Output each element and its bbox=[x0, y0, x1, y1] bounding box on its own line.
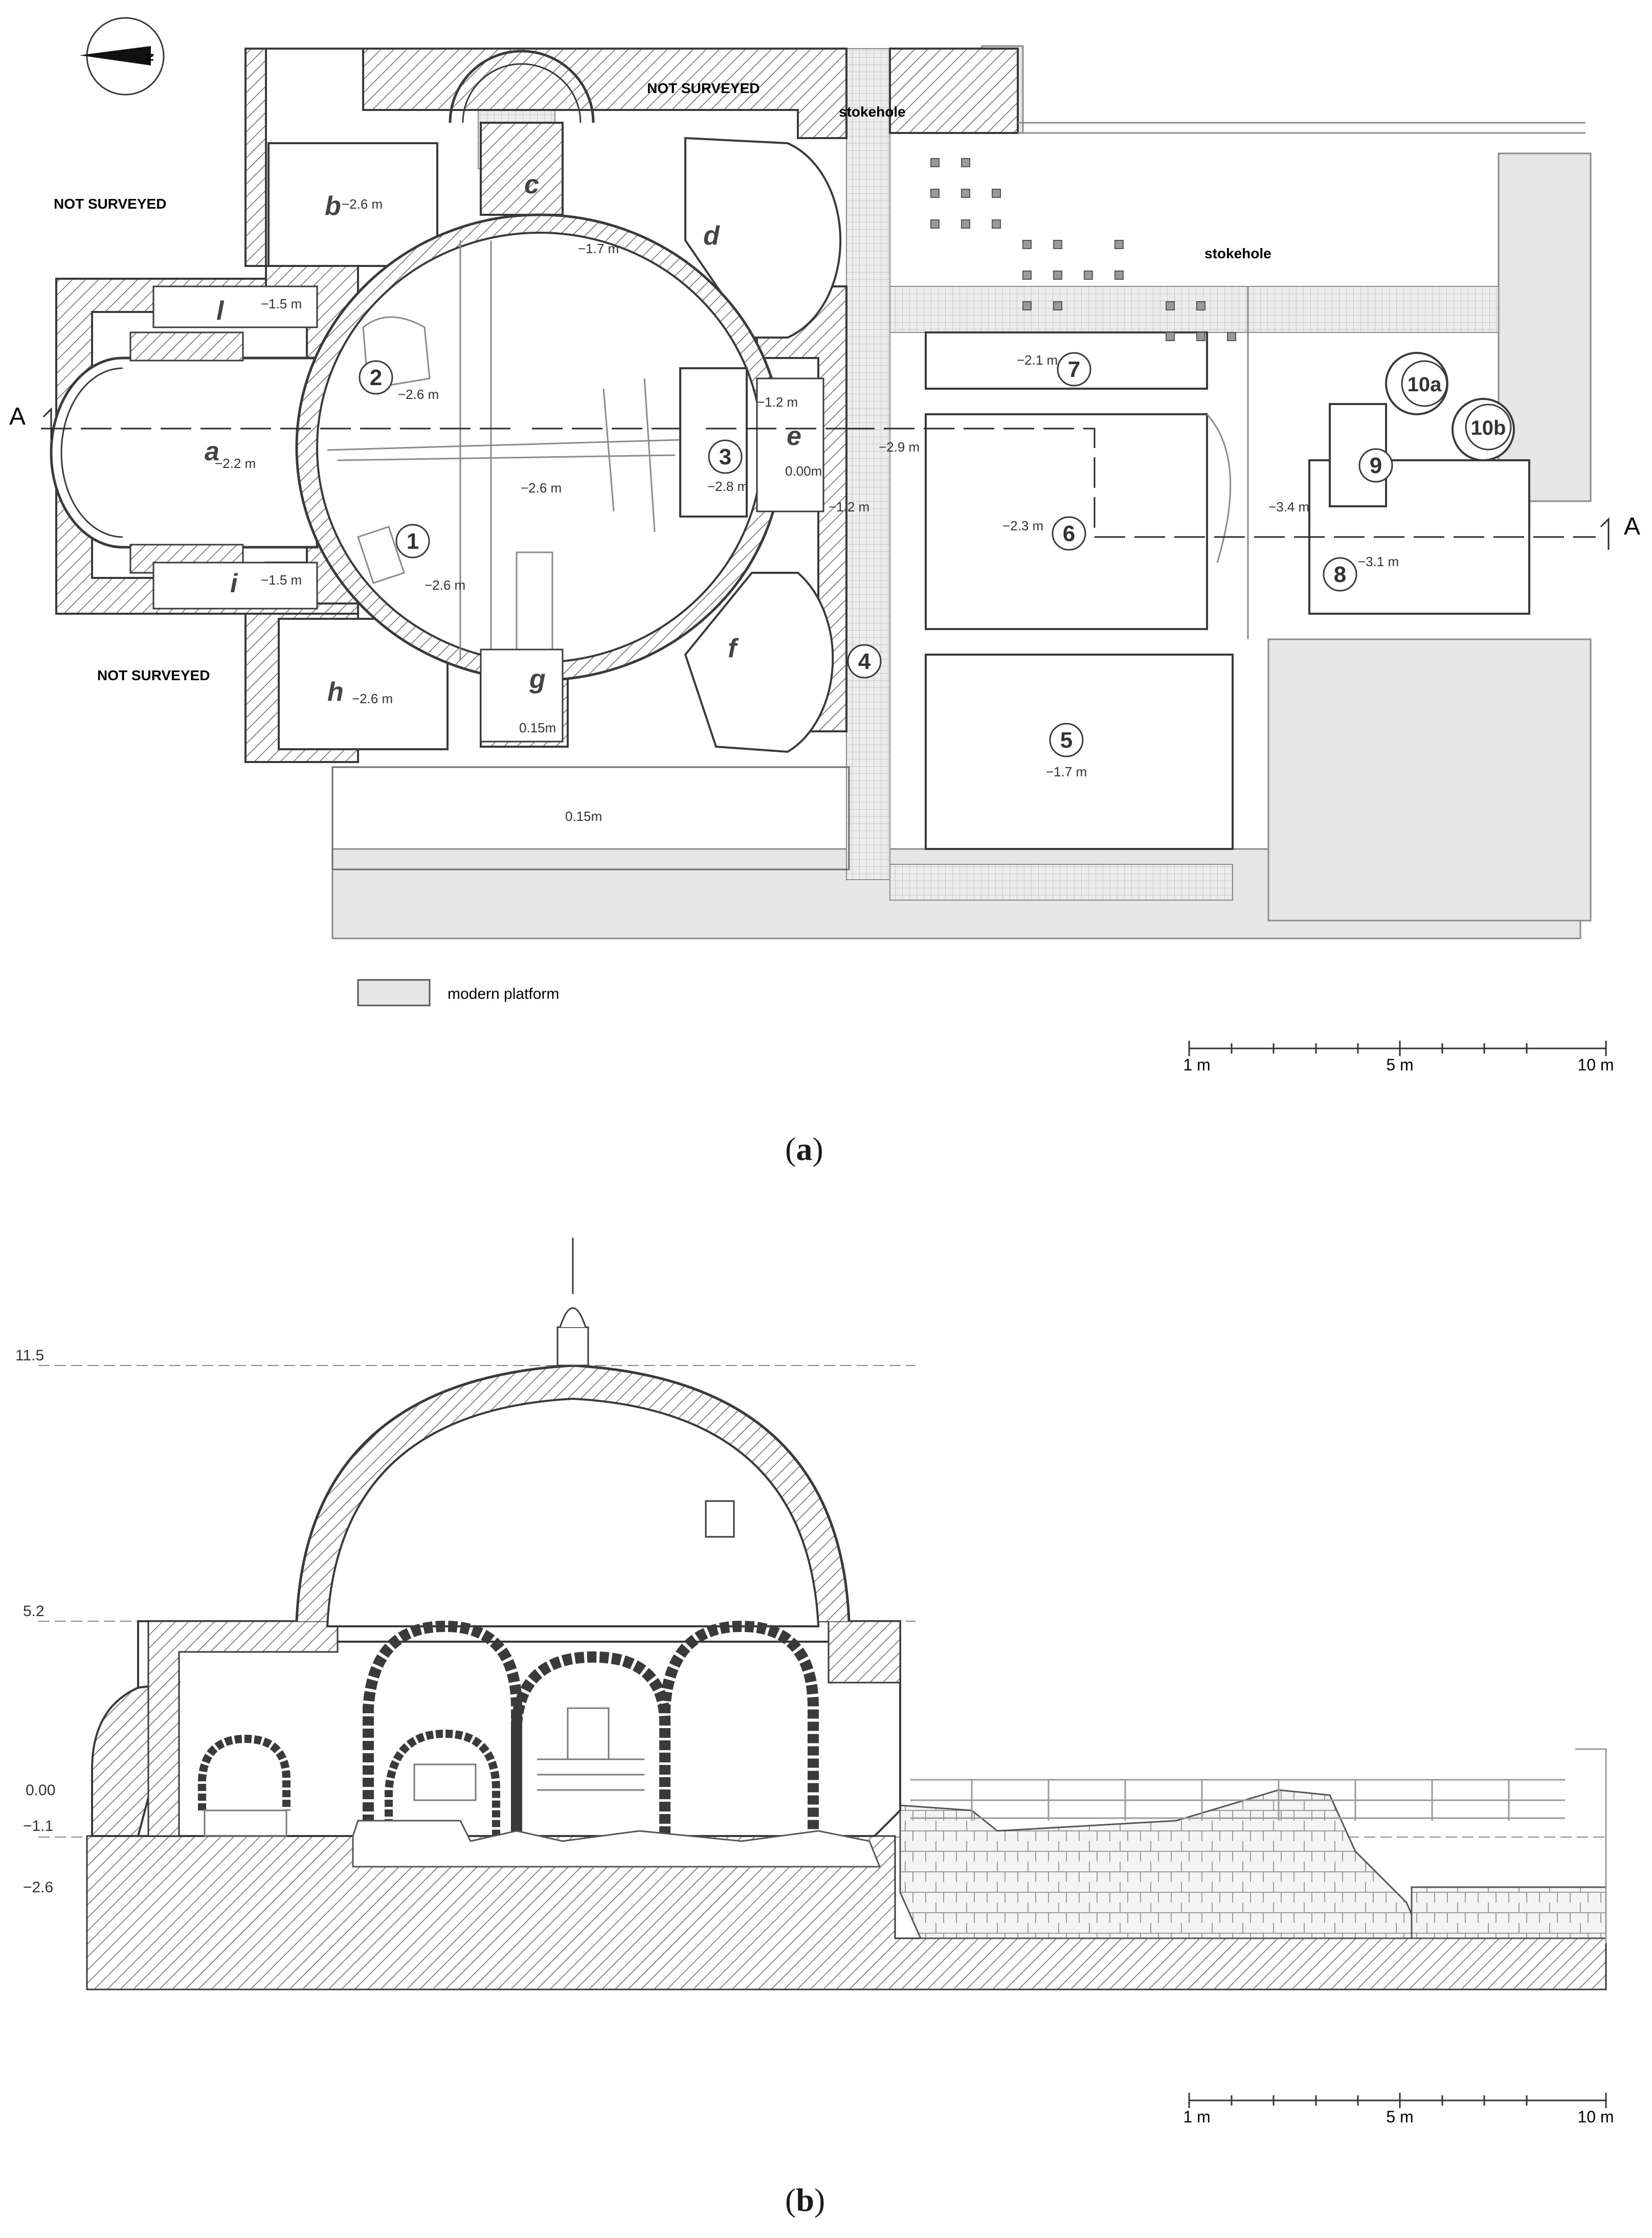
eastern-rooms bbox=[925, 331, 1530, 850]
dome-window bbox=[705, 1500, 735, 1538]
scale-plan-5m: 5 m bbox=[1386, 1056, 1413, 1074]
room-d bbox=[684, 137, 842, 339]
dome-lantern bbox=[556, 1326, 589, 1367]
modern-railing bbox=[910, 1748, 1607, 1943]
level-room-3: −2.8 m bbox=[707, 479, 748, 494]
level-a: −2.2 m bbox=[215, 456, 256, 471]
floor-rubble bbox=[352, 1820, 881, 1868]
modern-platform-areas bbox=[331, 45, 1592, 939]
level-south: 0.15m bbox=[565, 809, 602, 824]
legend-swatch bbox=[357, 979, 431, 1006]
section-marker-left: A bbox=[9, 403, 26, 430]
room-letter-d: d bbox=[703, 221, 720, 251]
arcade bbox=[198, 1620, 819, 1836]
room-3 bbox=[679, 367, 748, 518]
level-room-5: −1.7 m bbox=[1046, 764, 1087, 779]
level-room-6: −2.3 m bbox=[1002, 518, 1043, 533]
scale-bar-section bbox=[1188, 2093, 1607, 2108]
room-5 bbox=[925, 654, 1234, 850]
level-room-8a: −3.4 m bbox=[1268, 499, 1309, 514]
plan-drawing: A A N NOT SURVEYED NOT SURVEYED NOT SURV… bbox=[9, 17, 1640, 1074]
level-center: −2.6 m bbox=[521, 480, 562, 496]
room-number-10a: 10a bbox=[1408, 373, 1442, 396]
room-number-8: 8 bbox=[1334, 562, 1346, 587]
level-e-top: −1.2 m bbox=[757, 394, 798, 410]
room-number-markers bbox=[359, 352, 1512, 757]
room-number-3: 3 bbox=[719, 444, 731, 469]
scale-plan-1m: 1 m bbox=[1183, 1056, 1210, 1074]
stokehole-label-2: stokehole bbox=[1204, 245, 1271, 261]
not-surveyed-label-top: NOT SURVEYED bbox=[647, 80, 760, 96]
caption-a: (a) bbox=[785, 1131, 823, 1167]
north-arrow-icon: N bbox=[79, 17, 165, 96]
level-room-4: −2.9 m bbox=[879, 439, 920, 455]
level-i: −1.5 m bbox=[261, 572, 302, 588]
level-room-2: −2.6 m bbox=[398, 387, 439, 402]
scale-section-1m: 1 m bbox=[1183, 2108, 1210, 2126]
legend-label: modern platform bbox=[448, 986, 559, 1002]
section-line bbox=[41, 407, 1610, 550]
south-area bbox=[331, 766, 850, 870]
level-g: 0.15m bbox=[519, 720, 556, 735]
room-letter-i: i bbox=[230, 569, 238, 598]
elevation-minus-2-6: −2.6 bbox=[23, 1879, 53, 1896]
room-letter-c: c bbox=[524, 170, 539, 199]
elevation-minus-1-1: −1.1 bbox=[23, 1818, 53, 1834]
room-letter-h: h bbox=[327, 677, 344, 707]
room-f bbox=[684, 572, 834, 753]
elevation-11-5: 11.5 bbox=[15, 1347, 44, 1364]
room-number-5: 5 bbox=[1060, 728, 1073, 753]
level-c: −1.7 m bbox=[578, 241, 619, 256]
stokehole-label-1: stokehole bbox=[839, 104, 906, 120]
room-letter-a: a bbox=[205, 437, 219, 466]
room-g bbox=[480, 648, 564, 743]
ruins-masonry bbox=[899, 1789, 1423, 1939]
not-surveyed-label-southwest: NOT SURVEYED bbox=[97, 667, 210, 683]
dome-inner bbox=[326, 1397, 820, 1627]
room-e bbox=[756, 377, 824, 512]
level-room-1: −2.6 m bbox=[425, 577, 465, 593]
north-label: N bbox=[143, 53, 156, 61]
room-letter-b: b bbox=[325, 191, 341, 221]
caption-b-letter: b bbox=[796, 2182, 814, 2218]
scale-plan-10m: 10 m bbox=[1577, 1056, 1614, 1074]
scale-section-5m: 5 m bbox=[1386, 2108, 1413, 2126]
hypocaust-pilae bbox=[930, 158, 1236, 341]
level-b: −2.6 m bbox=[342, 196, 383, 212]
level-l: −1.5 m bbox=[261, 296, 302, 311]
level-e-bottom: −1.2 m bbox=[829, 499, 869, 514]
room-number-6: 6 bbox=[1063, 521, 1075, 546]
room-a bbox=[50, 356, 319, 549]
not-surveyed-label-west: NOT SURVEYED bbox=[54, 196, 166, 212]
level-room-8: −3.1 m bbox=[1358, 554, 1399, 569]
room-letter-l: l bbox=[216, 296, 225, 326]
room-number-9: 9 bbox=[1370, 453, 1382, 478]
scale-section-10m: 10 m bbox=[1577, 2108, 1614, 2126]
room-number-7: 7 bbox=[1068, 357, 1080, 382]
apse-c bbox=[449, 50, 595, 123]
level-h: −2.6 m bbox=[352, 691, 393, 706]
level-e-zero: 0.00m bbox=[785, 463, 822, 479]
section-drawing: 11.5 5.2 0.00 −1.1 −2.6 bbox=[15, 1238, 1614, 2126]
room-number-1: 1 bbox=[407, 529, 419, 554]
room-letter-e: e bbox=[787, 421, 801, 451]
room-number-2: 2 bbox=[370, 365, 382, 390]
caption-a-letter: a bbox=[796, 1131, 813, 1167]
corridor-l bbox=[152, 285, 318, 328]
elevation-0-00: 0.00 bbox=[26, 1782, 55, 1799]
caption-b: (b) bbox=[785, 2182, 825, 2218]
level-room-7: −2.1 m bbox=[1017, 352, 1058, 368]
section-marker-right: A bbox=[1624, 513, 1640, 540]
rotunda-floor-details bbox=[327, 240, 681, 660]
room-number-4: 4 bbox=[858, 649, 871, 674]
elevation-5-2: 5.2 bbox=[23, 1603, 44, 1620]
corridor-i bbox=[152, 562, 318, 610]
room-number-10b: 10b bbox=[1471, 417, 1506, 439]
room-b bbox=[267, 142, 438, 267]
room-letter-f: f bbox=[728, 634, 739, 663]
scale-bar-plan bbox=[1188, 1041, 1607, 1056]
room-letter-g: g bbox=[529, 664, 546, 694]
